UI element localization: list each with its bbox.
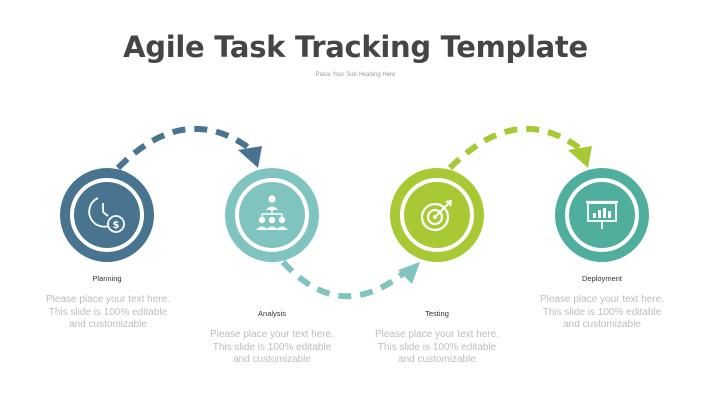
connector-planning-analysis bbox=[115, 125, 262, 171]
step-circle-analysis bbox=[225, 168, 319, 262]
step-text-testing: Please place your text here. This slide … bbox=[375, 329, 499, 365]
clock-dollar-icon: $ bbox=[88, 197, 125, 233]
step-circle-testing bbox=[390, 168, 484, 262]
step-circle-planning: $ bbox=[60, 168, 154, 262]
arrowhead-icon bbox=[398, 262, 420, 284]
svg-text:$: $ bbox=[113, 220, 120, 231]
step-label-testing: Testing bbox=[425, 309, 449, 318]
page-subtitle: Place Your Sub Heading Here bbox=[315, 72, 396, 78]
page-title: Agile Task Tracking Template bbox=[123, 30, 588, 64]
step-label-analysis: Analysis bbox=[258, 309, 286, 318]
presentation-board-icon bbox=[586, 200, 618, 229]
target-arrow-icon bbox=[420, 200, 452, 232]
step-circle-deployment bbox=[555, 168, 649, 262]
arrowhead-icon bbox=[238, 146, 262, 168]
step-text-deployment: Please place your text here. This slide … bbox=[540, 294, 664, 330]
arrowhead-icon bbox=[568, 146, 592, 168]
connector-testing-deployment bbox=[447, 125, 592, 171]
step-text-analysis: Please place your text here. This slide … bbox=[210, 329, 334, 365]
step-label-deployment: Deployment bbox=[581, 274, 623, 283]
step-label-planning: Planning bbox=[92, 274, 122, 283]
step-text-planning: Please place your text here. This slide … bbox=[46, 294, 170, 330]
team-hierarchy-icon bbox=[256, 195, 288, 230]
connector-analysis-testing bbox=[280, 259, 420, 300]
